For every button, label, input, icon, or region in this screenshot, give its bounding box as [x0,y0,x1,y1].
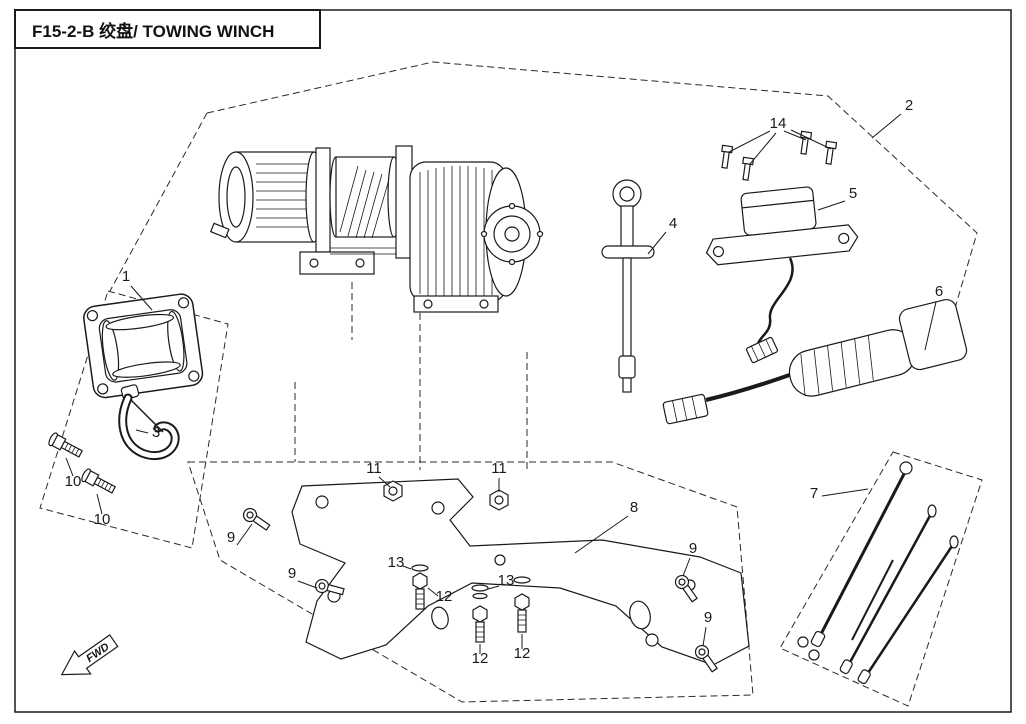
part-callout-5: 5 [849,185,857,202]
contactor-bolt [800,130,813,155]
part-callout-6: 6 [935,283,943,300]
fwd-arrow: FWD [60,634,119,676]
control-switch [662,299,968,425]
leader-line [130,285,153,311]
leader-line [682,557,691,577]
bolt-9 [242,507,271,531]
part-callout-13: 13 [498,572,515,589]
screw-12 [411,564,429,610]
part-callout-2: 2 [905,97,913,114]
part-callout-7: 7 [810,485,818,502]
leader-line [574,515,629,554]
part-callout-14: 14 [770,115,787,132]
part-callout-9: 9 [689,540,697,557]
contactor-connector [745,336,779,364]
page-title: F15-2-B 绞盘/ TOWING WINCH [32,21,274,41]
leader-line [702,626,707,647]
clutch-lever [601,179,655,393]
leader-line [821,488,869,497]
part-callout-9: 9 [704,609,712,626]
part-callout-8: 8 [630,499,638,516]
leader-line [378,476,391,488]
leader-line [647,231,667,255]
part-callout-12: 12 [514,645,531,662]
washer-13 [471,584,489,592]
title-box [14,9,321,49]
bolt-9 [314,578,345,596]
page-border [14,9,1012,713]
fairlead [83,293,204,399]
leader-line [487,585,500,590]
part-callout-9: 9 [288,565,296,582]
leader-line [728,130,771,153]
leader-line [96,493,103,515]
linkage-rods [797,461,959,685]
leader-line [427,587,439,597]
contactor-bolt [742,156,755,181]
winch-contactor [705,130,859,364]
part-callout-13: 13 [388,554,405,571]
washer-13 [513,576,531,584]
washer-13 [472,592,488,600]
bolt-9 [694,644,718,673]
bolt-10 [81,468,116,494]
screw-12 [513,576,531,633]
leader-line [135,429,149,434]
winch-gearbox [409,161,544,313]
leader-line [236,523,253,546]
part-callout-10: 10 [65,473,82,490]
leader-line [790,129,832,150]
screw-12 [471,584,489,643]
nut-11 [383,480,509,511]
switch-connector [662,393,709,425]
mounting-bracket [291,478,750,666]
part-callout-9: 9 [227,529,235,546]
part-callout-12: 12 [436,588,453,605]
contactor-bolt [825,140,838,165]
part-callout-10: 10 [94,511,111,528]
winch-motor [209,151,323,243]
leader-line [871,113,902,139]
part-callout-11: 11 [366,460,382,477]
part-callout-11: 11 [491,460,507,477]
leader-line [817,200,846,211]
part-callout-1: 1 [122,268,130,285]
hook [118,384,180,461]
leader-line [783,130,807,141]
bolt-9 [674,574,698,603]
leader-line [749,132,777,165]
bolt-10 [48,432,83,458]
leader-line [297,580,318,589]
winch-drum [299,145,413,275]
part-callout-4: 4 [669,215,677,232]
part-callout-12: 12 [472,650,489,667]
leader-line [65,457,74,477]
contactor-bolt [721,144,734,169]
winch-assembly [209,145,544,313]
washer-13 [411,564,429,572]
leader-line [924,301,937,351]
part-callout-3: 3 [152,424,160,441]
leader-line [402,565,412,570]
